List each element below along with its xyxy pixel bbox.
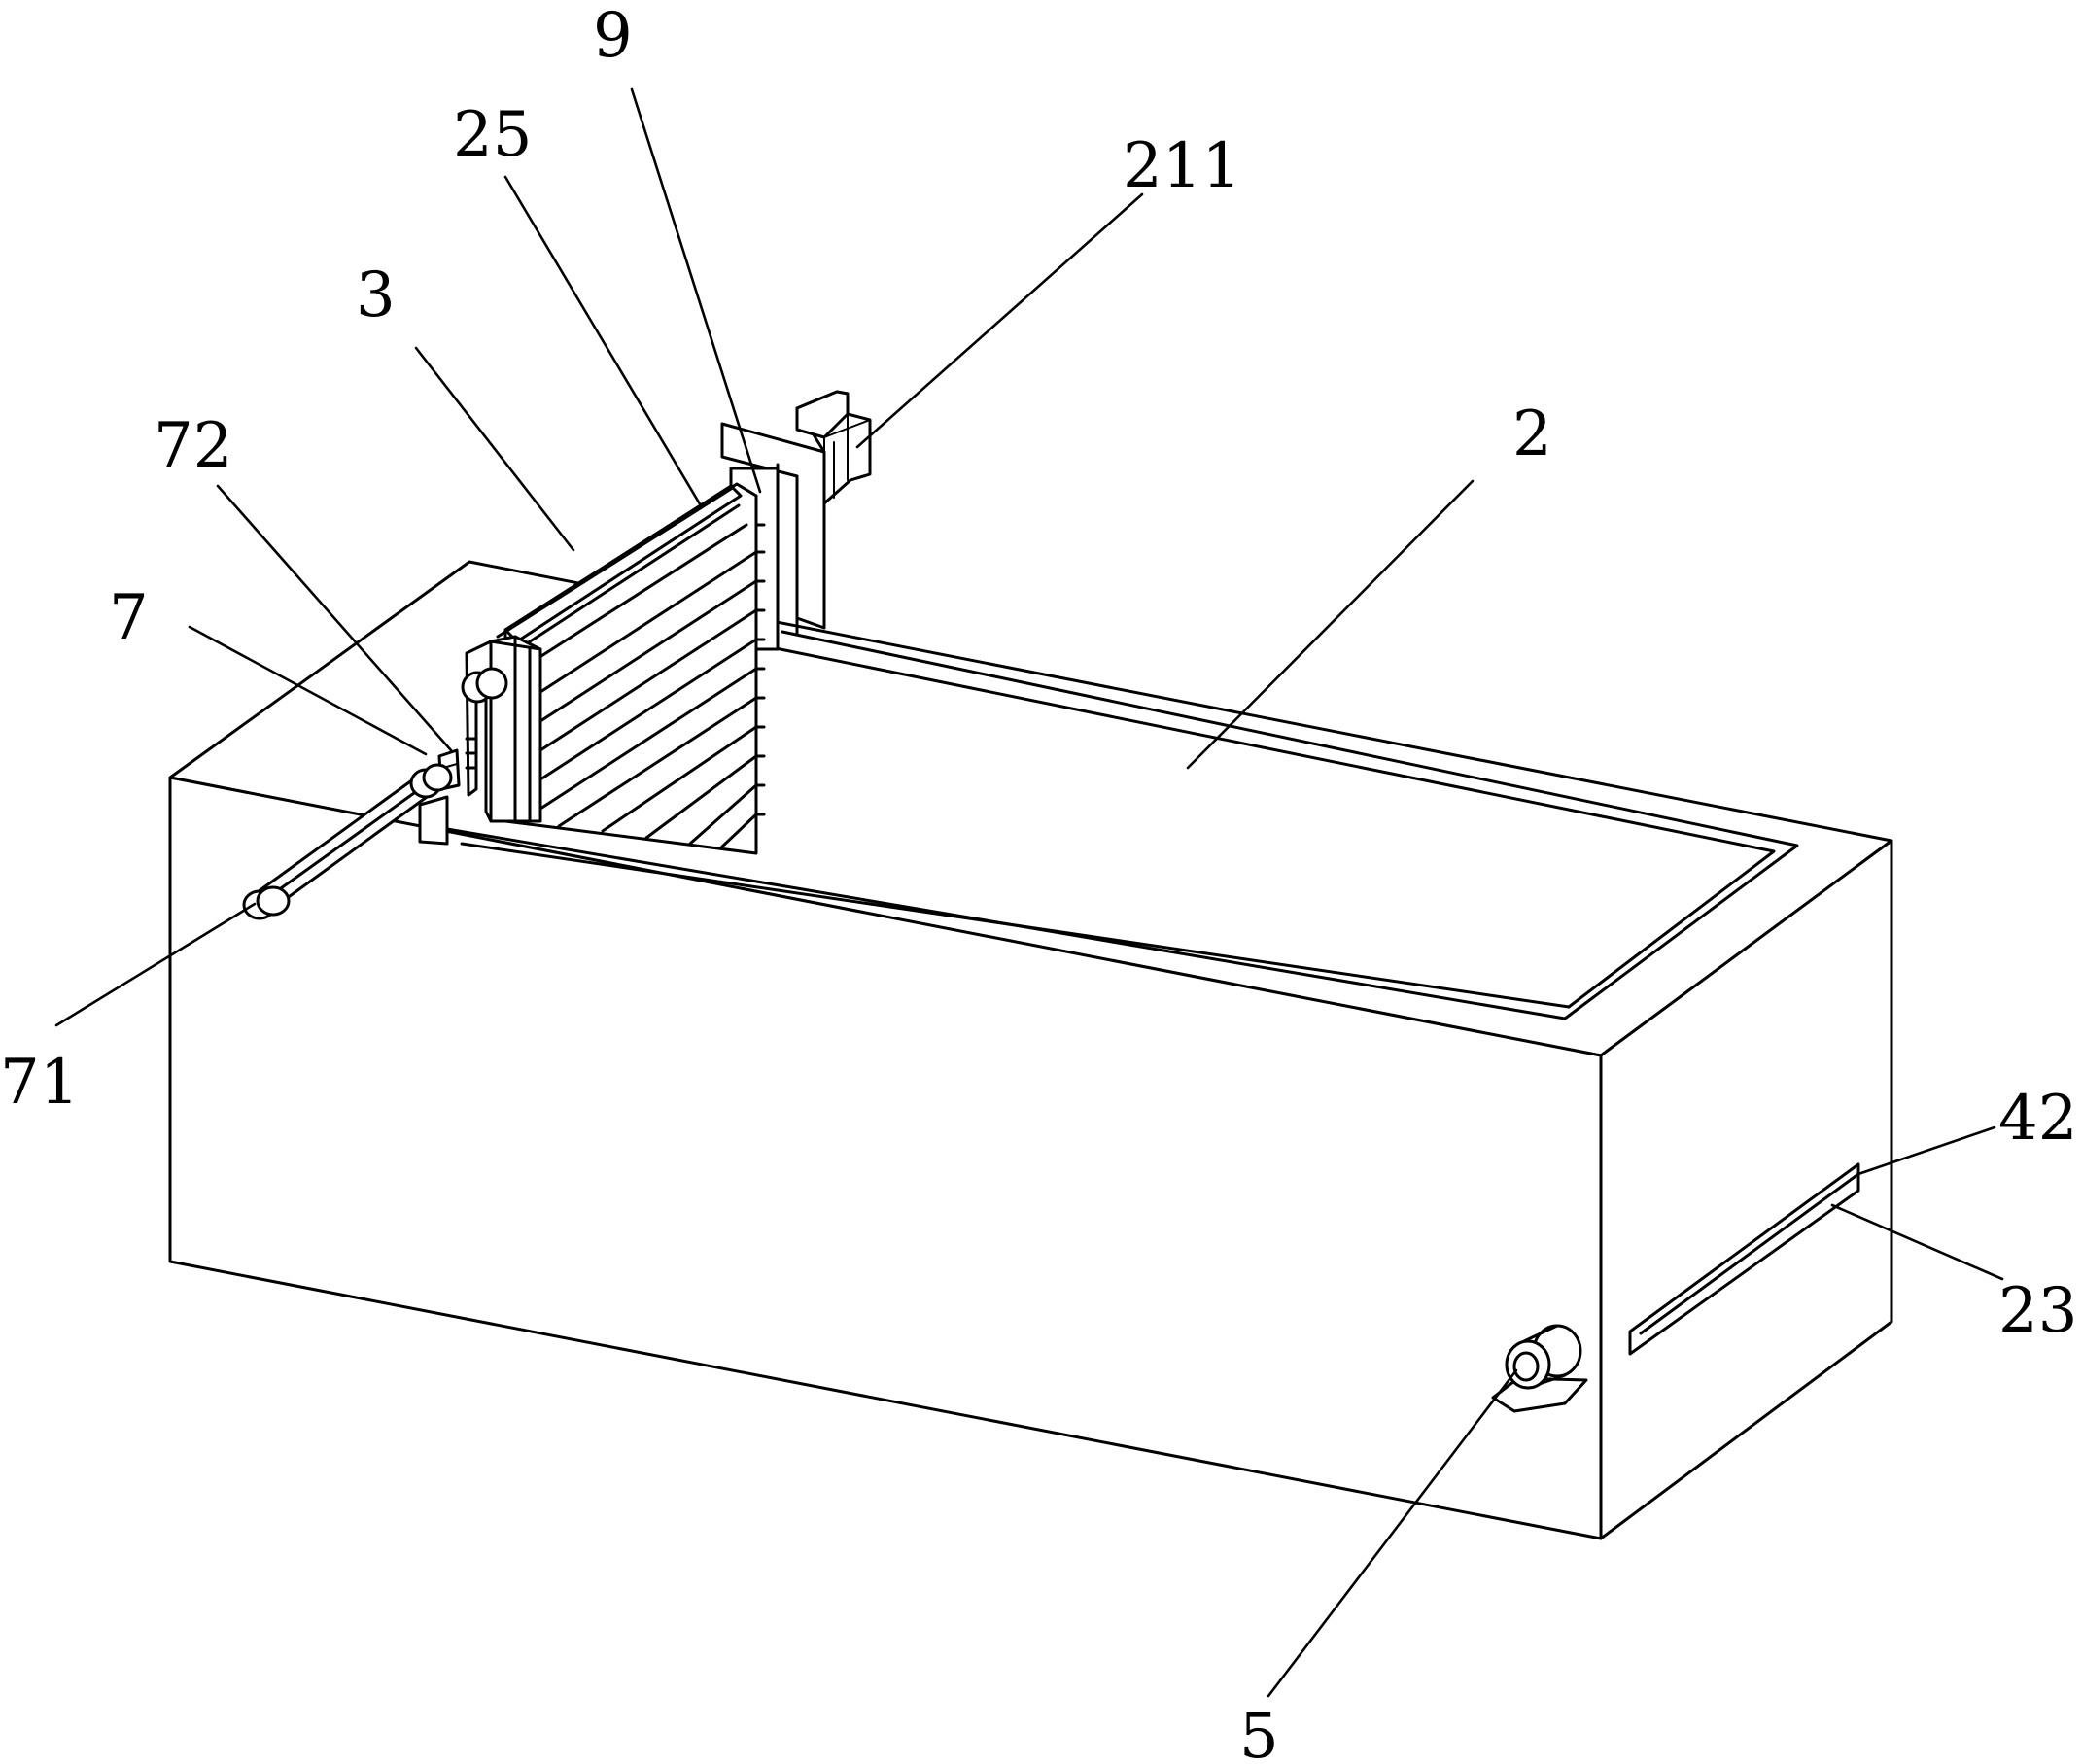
leader-3 [414,346,575,552]
fin [538,608,758,752]
label-9: 9 [593,0,633,72]
rod-end-cap-outer [256,885,291,917]
motor-211 [795,390,872,505]
leader-2 [1186,479,1475,770]
leader-211 [855,192,1144,449]
rod-edge [259,781,430,905]
fin [557,696,758,828]
tank-body [168,560,1893,1540]
label-72: 72 [154,410,232,482]
rod-end-cap-back-outer [422,763,453,792]
tank-opening [445,630,1799,1020]
fin [719,813,758,849]
opening-inner-back [781,630,1799,1020]
support-7 [418,795,449,846]
label-5: 5 [1239,1701,1279,1764]
filter-fins [538,550,758,849]
leader-lines [54,87,2004,1698]
leader-5 [1267,1368,1518,1698]
top-rail-line-3 [529,523,748,665]
label-42: 42 [1998,1083,2077,1155]
fin [538,579,758,723]
label-2: 2 [1512,398,1552,470]
side-slot [1628,1162,1860,1356]
fin [538,550,758,694]
filter-plate [461,482,766,855]
fin [538,667,758,811]
filter-panel [503,482,758,855]
leader-71 [54,902,257,1027]
opening-front-edge-inner [460,842,1571,1009]
top-rail-line-2 [513,503,741,653]
pump-face-inner [1512,1351,1540,1382]
label-3: 3 [356,259,396,331]
fin [538,638,758,781]
bracket-top [489,640,542,651]
fin [688,783,758,846]
fin [644,754,758,840]
label-211: 211 [1123,130,1241,202]
label-7: 7 [109,582,149,654]
pump-5 [1491,1324,1588,1413]
upright-frame [720,422,826,651]
pump-edge-top [1522,1324,1559,1343]
leader-23 [1830,1203,2004,1281]
tray-42 [1639,1172,1860,1335]
leader-72 [216,484,453,752]
motor-line-d [823,419,871,438]
leader-42 [1856,1125,1996,1176]
label-23: 23 [1998,1275,2077,1347]
leader-25 [503,175,704,509]
leader-9 [630,87,762,494]
label-71: 71 [0,1047,79,1119]
opening-outer-back [769,645,1776,1009]
rod-assembly [242,748,461,920]
leader-7 [188,625,428,756]
bracket-knob-cap [475,667,508,700]
fin [601,725,758,833]
fin-ticks [754,523,766,816]
top-rail-line-1 [496,487,733,639]
tank-side-face [1599,839,1893,1540]
label-25: 25 [453,99,532,171]
